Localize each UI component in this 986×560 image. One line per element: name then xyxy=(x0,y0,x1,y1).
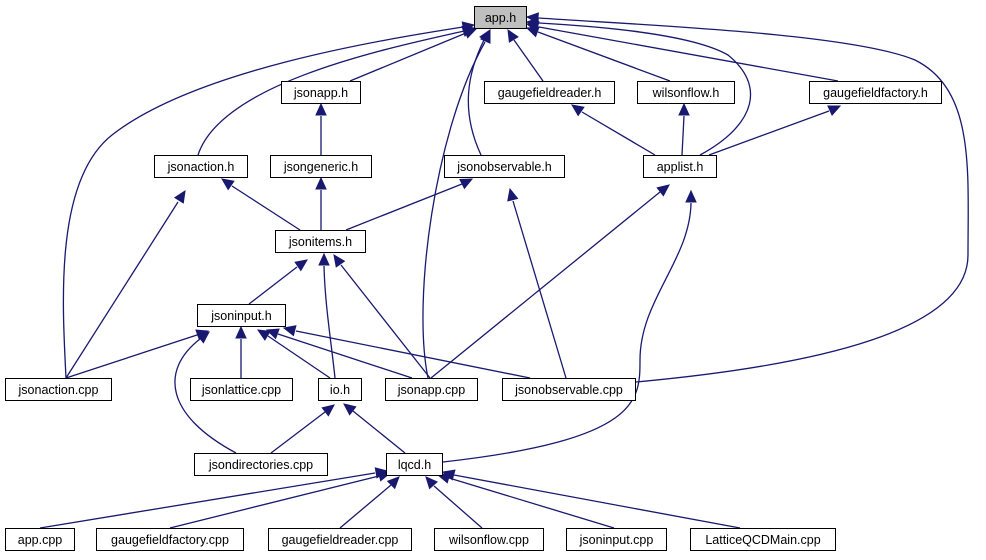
edge-io-h-to-jsonitems-h xyxy=(323,265,336,379)
edge-jsondirectories-cpp-to-io-h xyxy=(270,411,326,454)
edge-gaugefieldreader-h-to-app-h xyxy=(513,39,544,82)
edge-jsondirectories-cpp-to-jsoninput-h xyxy=(174,338,237,454)
node-lqcd-h[interactable]: lqcd.h xyxy=(386,453,443,476)
arrowhead-applist-h-to-wilsonflow-h xyxy=(678,102,690,116)
arrowhead-jsonobservable-cpp-to-jsoninput-h xyxy=(282,325,297,337)
node-latticeqcdmain-cpp[interactable]: LatticeQCDMain.cpp xyxy=(690,528,836,551)
node-jsonaction-cpp[interactable]: jsonaction.cpp xyxy=(5,378,112,401)
edge-gaugefieldreader-cpp-to-lqcd-h xyxy=(339,484,392,529)
arrowhead-applist-h-to-gaugefieldfactory-h xyxy=(827,105,842,117)
node-jsoninput-h[interactable]: jsoninput.h xyxy=(197,304,286,327)
edge-wilsonflow-cpp-to-lqcd-h xyxy=(433,485,483,529)
edge-applist-h-to-gaugefieldreader-h xyxy=(581,111,656,156)
node-jsonlattice-cpp[interactable]: jsonlattice.cpp xyxy=(190,378,293,401)
edge-jsonobservable-cpp-to-app-h xyxy=(538,17,969,383)
node-jsonapp-h[interactable]: jsonapp.h xyxy=(281,81,361,104)
edge-gaugefieldfactory-h-to-app-h xyxy=(538,26,839,82)
edge-jsonapp-cpp-to-jsonitems-h xyxy=(340,264,431,379)
arrowhead-wilsonflow-cpp-to-lqcd-h xyxy=(425,476,438,490)
edge-jsonapp-cpp-to-applist-h xyxy=(430,191,661,379)
edge-wilsonflow-h-to-app-h xyxy=(537,31,671,82)
edge-jsonobservable-h-to-app-h xyxy=(467,39,485,156)
node-jsongeneric-h[interactable]: jsongeneric.h xyxy=(270,155,372,178)
arrowhead-jsonapp-cpp-to-jsoninput-h xyxy=(265,328,280,340)
arrowhead-jsonaction-cpp-to-jsonaction-h xyxy=(173,189,186,204)
arrowhead-jsondirectories-cpp-to-jsoninput-h xyxy=(196,331,210,344)
edge-jsonaction-cpp-to-app-h xyxy=(62,26,464,379)
node-applist-h[interactable]: applist.h xyxy=(643,155,717,178)
node-jsonapp-cpp[interactable]: jsonapp.cpp xyxy=(385,378,478,401)
edge-jsoninput-h-to-jsonitems-h xyxy=(248,266,298,305)
arrowhead-jsonobservable-cpp-to-jsonobservable-h xyxy=(507,187,519,202)
node-jsonobservable-cpp[interactable]: jsonobservable.cpp xyxy=(502,378,636,401)
edge-lqcd-h-to-io-h xyxy=(352,410,406,454)
arrowhead-jsonobservable-cpp-to-app-h xyxy=(525,12,539,24)
arrowhead-gaugefieldreader-cpp-to-lqcd-h xyxy=(386,476,400,490)
node-jsonitems-h[interactable]: jsonitems.h xyxy=(275,230,366,253)
arrowhead-io-h-to-jsoninput-h xyxy=(256,329,271,341)
arrowhead-lqcd-h-to-applist-h xyxy=(685,189,697,203)
node-jsoninput-cpp[interactable]: jsoninput.cpp xyxy=(566,528,667,551)
edge-gaugefieldfactory-cpp-to-lqcd-h xyxy=(169,475,380,529)
arrowhead-jsonaction-cpp-to-app-h xyxy=(461,21,476,33)
arrowhead-jsonitems-h-to-jsonaction-h xyxy=(221,178,235,191)
edge-jsonapp-h-to-app-h xyxy=(349,32,467,82)
arrowhead-jsonapp-cpp-to-app-h xyxy=(479,29,491,44)
edge-jsonaction-cpp-to-jsonaction-h xyxy=(65,201,179,379)
node-jsonobservable-h[interactable]: jsonobservable.h xyxy=(444,155,565,178)
edge-jsonaction-h-to-app-h xyxy=(197,30,465,156)
node-gaugefieldreader-cpp[interactable]: gaugefieldreader.cpp xyxy=(268,528,412,551)
node-gaugefieldreader-h[interactable]: gaugefieldreader.h xyxy=(484,81,615,104)
arrowhead-io-h-to-jsonitems-h xyxy=(318,252,330,266)
node-wilsonflow-h[interactable]: wilsonflow.h xyxy=(637,81,735,104)
edge-jsonitems-h-to-jsonaction-h xyxy=(231,185,301,231)
edge-applist-h-to-gaugefieldfactory-h xyxy=(708,110,830,156)
arrowhead-jsongeneric-h-to-jsonapp-h xyxy=(315,102,327,116)
edge-applist-h-to-app-h xyxy=(538,22,752,156)
arrowhead-latticeqcdmain-cpp-to-lqcd-h xyxy=(441,469,456,481)
arrowhead-gaugefieldreader-h-to-app-h xyxy=(507,28,519,43)
edge-jsonapp-cpp-to-app-h xyxy=(422,41,486,379)
edge-lqcd-h-to-applist-h xyxy=(442,202,692,463)
edge-jsonobservable-cpp-to-jsoninput-h xyxy=(295,330,531,379)
node-gaugefieldfactory-h[interactable]: gaugefieldfactory.h xyxy=(809,81,942,104)
node-jsonaction-h[interactable]: jsonaction.h xyxy=(154,155,248,178)
arrowhead-jsonitems-h-to-jsonobservable-h xyxy=(459,178,474,190)
edge-jsonitems-h-to-jsonobservable-h xyxy=(345,183,463,231)
edge-io-h-to-jsoninput-h xyxy=(267,335,331,379)
arrowhead-jsonlattice-cpp-to-jsoninput-h xyxy=(235,325,247,339)
node-wilsonflow-cpp[interactable]: wilsonflow.cpp xyxy=(434,528,544,551)
edge-jsonaction-cpp-to-jsoninput-h xyxy=(65,334,198,379)
node-app-cpp[interactable]: app.cpp xyxy=(5,528,75,551)
arrowhead-jsondirectories-cpp-to-io-h xyxy=(321,404,335,417)
node-jsondirectories-cpp[interactable]: jsondirectories.cpp xyxy=(194,453,328,476)
edge-latticeqcdmain-cpp-to-lqcd-h xyxy=(453,474,741,529)
node-app-h: app.h xyxy=(474,6,527,29)
node-gaugefieldfactory-cpp[interactable]: gaugefieldfactory.cpp xyxy=(96,528,244,551)
edge-jsoninput-cpp-to-lqcd-h xyxy=(448,477,615,529)
arrowhead-lqcd-h-to-io-h xyxy=(343,403,357,416)
edge-applist-h-to-wilsonflow-h xyxy=(681,115,685,156)
arrowhead-jsonitems-h-to-jsongeneric-h xyxy=(315,176,327,190)
edge-jsonapp-cpp-to-jsoninput-h xyxy=(277,333,413,379)
node-io-h[interactable]: io.h xyxy=(318,378,362,401)
edge-app-cpp-to-lqcd-h xyxy=(39,472,376,529)
arrowhead-jsonapp-cpp-to-applist-h xyxy=(656,184,670,197)
arrowhead-jsonapp-cpp-to-jsonitems-h xyxy=(333,254,346,268)
arrowhead-jsoninput-h-to-jsonitems-h xyxy=(294,259,308,272)
arrowhead-applist-h-to-gaugefieldreader-h xyxy=(571,104,585,117)
